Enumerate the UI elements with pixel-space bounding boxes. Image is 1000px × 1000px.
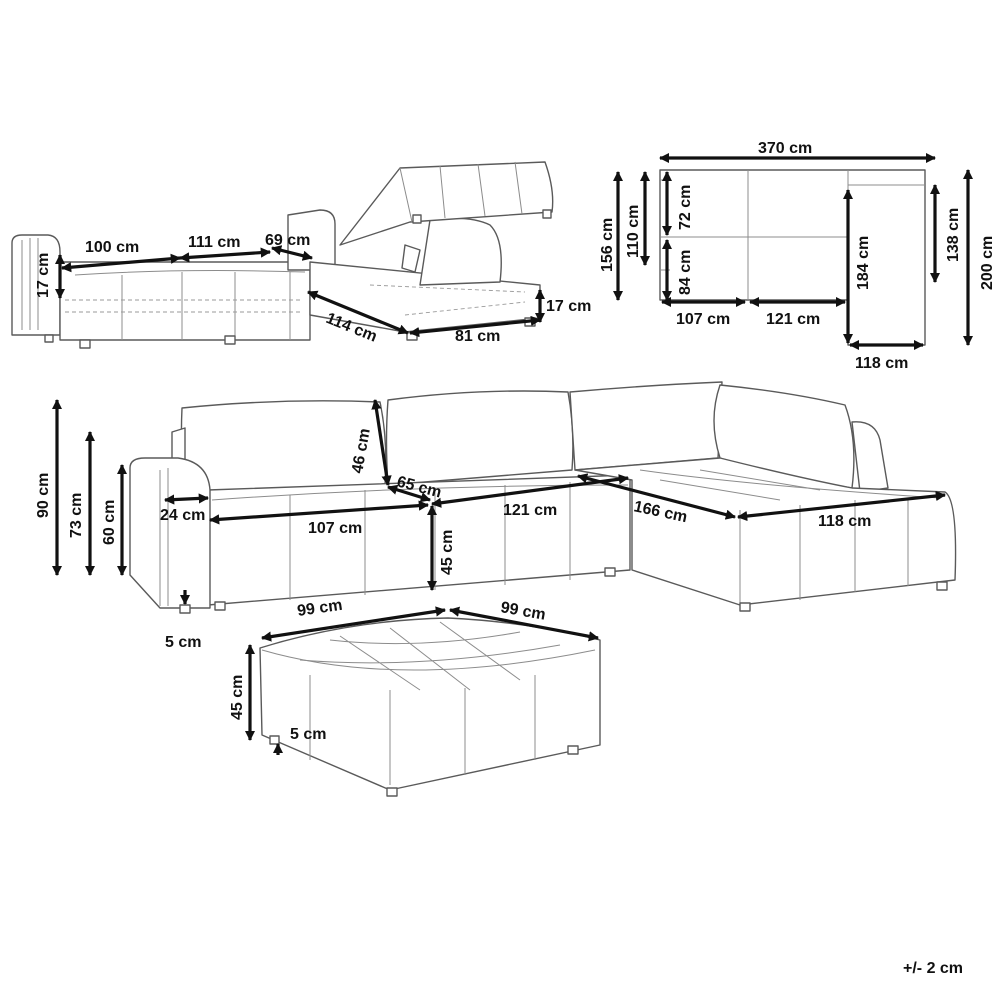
dim-line	[60, 253, 182, 273]
sofa-foot	[604, 567, 616, 577]
sofa-foot	[179, 604, 191, 614]
back-cushion-middle	[385, 390, 574, 486]
ottoman-foot	[386, 787, 398, 797]
dim-label: 156 cm	[599, 218, 616, 272]
dim-label: 17 cm	[35, 253, 52, 298]
dim-label: 5 cm	[165, 634, 201, 651]
sofa-foot	[739, 602, 751, 612]
dim-line	[271, 245, 313, 261]
dim-label: 138 cm	[945, 208, 962, 262]
dim-label: 72 cm	[677, 185, 694, 230]
ottoman-foot	[269, 735, 280, 745]
sleeper-foot	[224, 335, 236, 345]
dim-label: 84 cm	[677, 250, 694, 295]
dim-line	[371, 398, 392, 487]
corner-sofa-view: 90 cm 73 cm 60 cm 46 cm 65 cm 24 cm 107 …	[35, 381, 957, 651]
dim-line	[178, 247, 272, 263]
sleeper-view: 100 cm 111 cm 69 cm 17 cm 114 cm 81 cm 1…	[11, 161, 591, 349]
ottoman-body	[259, 617, 601, 791]
chaise-seams	[639, 469, 941, 605]
sleeper-lid-edge	[399, 167, 413, 223]
dim-label: 100 cm	[85, 239, 139, 256]
dim-label: 118 cm	[855, 355, 908, 372]
tolerance-note: +/- 2 cm	[903, 960, 963, 977]
dim-label: 45 cm	[439, 530, 456, 575]
dim-line	[448, 606, 600, 642]
ottoman-foot	[567, 745, 579, 755]
sleeper-foot	[79, 339, 91, 349]
dim-label: 121 cm	[503, 502, 557, 519]
dim-label: 107 cm	[676, 311, 730, 328]
sleeper-foot	[44, 334, 54, 343]
sleeper-lid-seams	[439, 161, 523, 219]
sleeper-storage-outline	[369, 284, 526, 316]
chaise-armrest-right	[851, 421, 889, 493]
dim-label: 118 cm	[818, 513, 871, 530]
sleeper-lid-foot	[412, 214, 422, 224]
dim-line	[408, 315, 542, 338]
top-view-outline	[659, 169, 926, 346]
dim-label: 110 cm	[625, 205, 642, 258]
ottoman-seams	[309, 675, 536, 785]
dim-label: 370 cm	[758, 140, 812, 157]
dim-line	[736, 490, 947, 522]
dim-label: 5 cm	[290, 726, 326, 743]
ottoman-tufting	[299, 621, 561, 691]
dim-label: 24 cm	[160, 507, 205, 524]
top-view-sections	[660, 170, 925, 300]
top-view: 370 cm 156 cm 110 cm 72 cm 84 cm 107 cm …	[599, 140, 996, 372]
sleeper-lid-foot	[542, 209, 552, 219]
dim-line	[307, 290, 409, 335]
dim-label: 69 cm	[265, 232, 310, 249]
sofa-foot	[936, 581, 948, 591]
sleeper-back-cushion	[419, 217, 502, 286]
dim-label: 184 cm	[855, 236, 872, 290]
dim-label: 81 cm	[455, 328, 500, 345]
dim-line	[208, 500, 430, 525]
back-cushion-corner	[569, 381, 723, 471]
sleeper-storage-lid	[339, 161, 554, 246]
chaise-section	[574, 457, 957, 606]
dim-label: 45 cm	[229, 675, 246, 720]
dim-line	[577, 473, 736, 520]
dim-label: 99 cm	[296, 597, 343, 620]
sleeper-left-arm	[11, 234, 61, 336]
dim-label: 90 cm	[35, 473, 52, 518]
sleeper-seat-seams	[74, 270, 306, 340]
dim-label: 111 cm	[188, 234, 241, 251]
sleeper-arm-seams	[21, 238, 39, 330]
sofa-foot	[214, 601, 226, 611]
sofa-left-arm	[129, 457, 211, 609]
dim-line	[387, 484, 431, 503]
arm-seams	[159, 468, 169, 606]
ottoman-view: 99 cm 99 cm 45 cm 5 cm	[229, 597, 601, 797]
dim-label: 60 cm	[101, 500, 118, 545]
dim-label: 121 cm	[766, 311, 820, 328]
dim-label: 107 cm	[308, 520, 362, 537]
sleeper-gas-strut	[401, 244, 421, 273]
dim-line	[163, 493, 210, 505]
ottoman-top-edge	[261, 649, 596, 671]
dim-label: 73 cm	[68, 493, 85, 538]
dim-label: 17 cm	[546, 298, 591, 315]
dim-label: 200 cm	[979, 236, 996, 290]
dim-line	[260, 606, 447, 642]
